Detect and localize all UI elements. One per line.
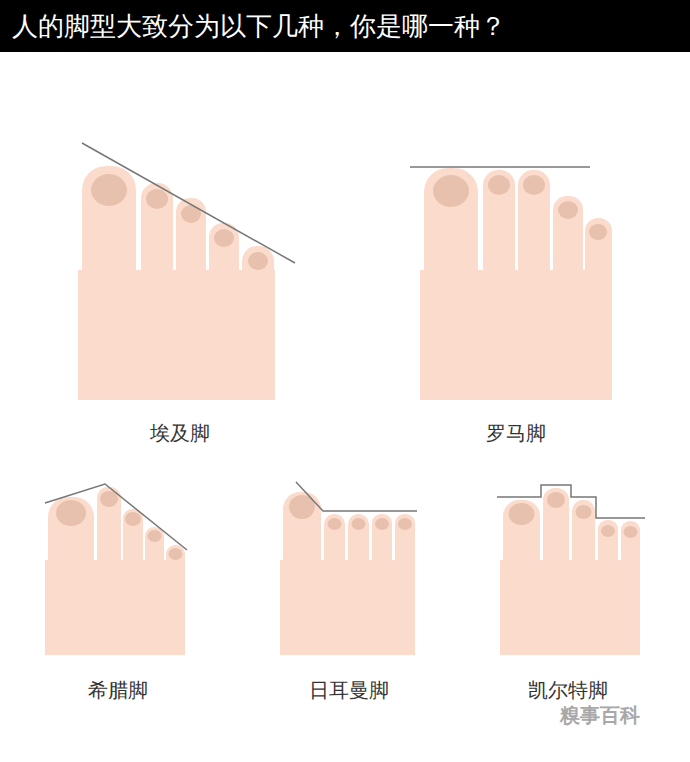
toe-line: [45, 484, 187, 550]
toe-line: [82, 143, 295, 263]
foot-type-label: 希腊脚: [88, 677, 148, 703]
foot-type-label: 罗马脚: [486, 420, 546, 446]
foot-type-label: 日耳曼脚: [309, 677, 389, 703]
title-text: 人的脚型大致分为以下几种，你是哪一种？: [12, 9, 506, 43]
greek-foot: [45, 487, 185, 655]
title-banner: [0, 0, 690, 52]
foot-type-label: 埃及脚: [150, 420, 210, 446]
egyptian-foot: [78, 166, 275, 400]
watermark: 糗事百科: [560, 702, 640, 728]
toe-line: [296, 482, 417, 511]
roman-foot: [420, 168, 612, 400]
foot-type-label: 凯尔特脚: [528, 677, 608, 703]
celtic-foot: [500, 488, 640, 655]
toe-line: [497, 485, 645, 518]
german-foot: [280, 492, 415, 655]
toe-line: [410, 166, 590, 168]
